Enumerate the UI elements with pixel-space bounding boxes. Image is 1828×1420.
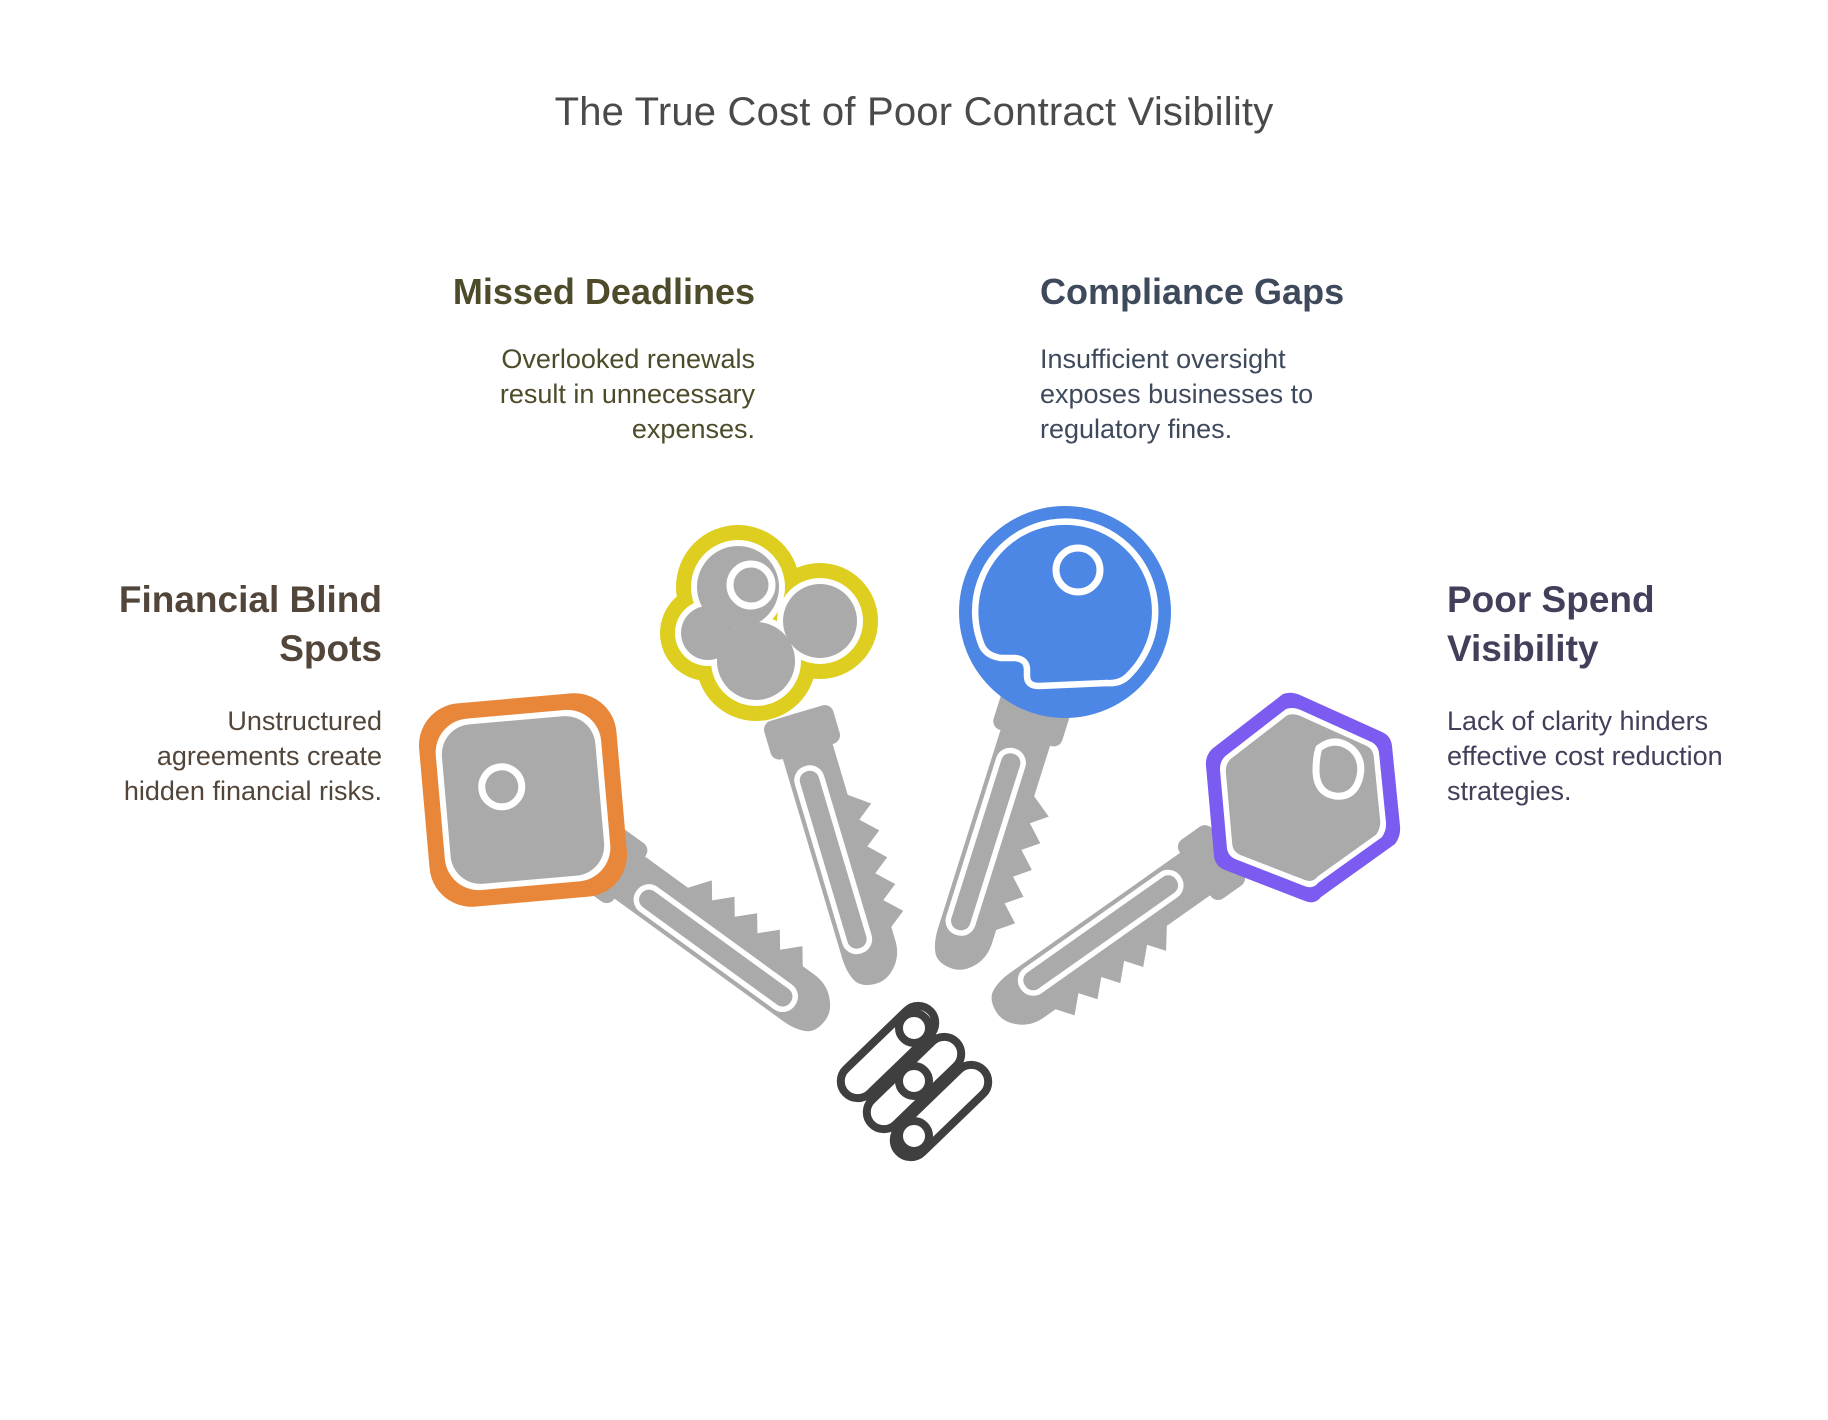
page-title: The True Cost of Poor Contract Visibilit…: [554, 90, 1274, 134]
key-icon-financial: [418, 693, 909, 1135]
poor-spend-visibility-description: Lack of clarity hinders effective cost r…: [1447, 706, 1723, 806]
missed-deadlines-heading: Missed Deadlines: [452, 271, 755, 312]
poor-spend-visibility-heading: Poor Spend Visibility: [1447, 579, 1655, 669]
missed-deadlines-description: Overlooked renewals result in unnecessar…: [499, 344, 755, 444]
keychain-links-icon: [836, 1001, 993, 1162]
compliance-gaps-heading: Compliance Gaps: [1040, 271, 1345, 312]
section-financial-blind-spots: Financial Blind Spots Unstructured agree…: [62, 575, 382, 809]
section-missed-deadlines: Missed Deadlines Overlooked renewals res…: [435, 270, 755, 447]
financial-blind-spots-description: Unstructured agreements create hidden fi…: [123, 706, 382, 806]
compliance-gaps-description: Insufficient oversight exposes businesse…: [1040, 344, 1314, 444]
key-icon-compliance: [826, 506, 1171, 1008]
section-compliance-gaps: Compliance Gaps Insufficient oversight e…: [1040, 270, 1370, 447]
key-icon-poor: [916, 692, 1401, 1129]
key-icon-missed: [660, 525, 1003, 1021]
section-poor-spend-visibility: Poor Spend Visibility Lack of clarity hi…: [1447, 575, 1777, 809]
financial-blind-spots-heading: Financial Blind Spots: [118, 579, 382, 669]
